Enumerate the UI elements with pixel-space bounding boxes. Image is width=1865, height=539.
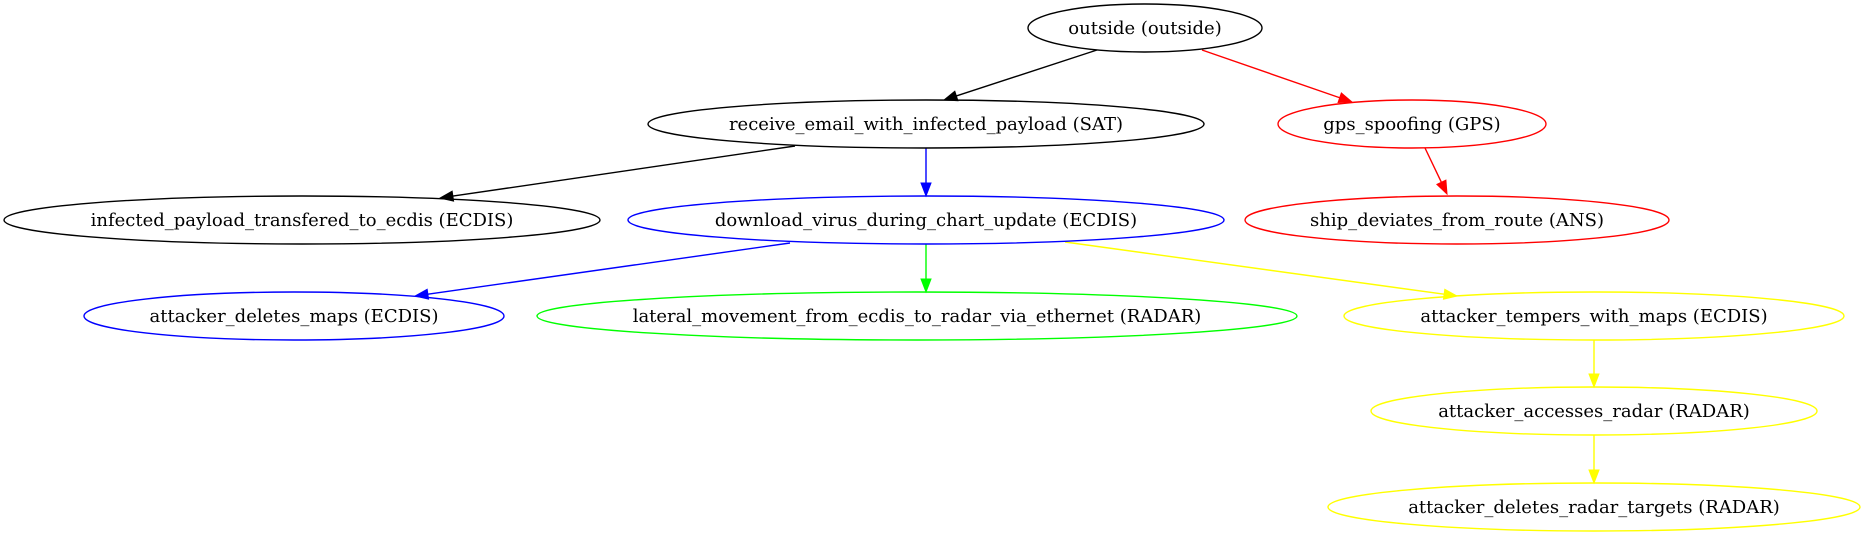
edge-line — [1424, 147, 1443, 183]
edge-tempers_maps-to-accesses_radar — [1588, 340, 1600, 389]
node-receive-email: receive_email_with_infected_payload (SAT… — [647, 99, 1205, 149]
node-label: outside (outside) — [1068, 18, 1221, 39]
edge-receive_email-to-download_virus — [920, 148, 932, 198]
node-label: attacker_deletes_maps (ECDIS) — [150, 306, 439, 327]
nodes-layer: outside (outside) receive_email_with_infe… — [3, 3, 1861, 532]
node-ellipse — [1370, 386, 1818, 436]
node-accesses-radar: attacker_accesses_radar (RADAR) — [1370, 386, 1818, 436]
node-label: ship_deviates_from_route (ANS) — [1310, 210, 1604, 231]
edge-download_virus-to-tempers_maps — [1064, 241, 1459, 300]
edge-line — [956, 49, 1098, 97]
edge-line — [427, 242, 791, 295]
arrowhead-icon — [1588, 373, 1600, 389]
node-ellipse — [647, 99, 1205, 149]
edge-outside-to-receive_email — [942, 49, 1098, 102]
node-label: receive_email_with_infected_payload (SAT… — [729, 114, 1123, 135]
node-label: lateral_movement_from_ecdis_to_radar_via… — [633, 306, 1202, 327]
node-ellipse — [1244, 195, 1670, 245]
node-label: attacker_accesses_radar (RADAR) — [1438, 401, 1750, 422]
edge-accesses_radar-to-deletes_targets — [1588, 435, 1600, 485]
edge-download_virus-to-lateral_movement — [920, 244, 932, 294]
node-ellipse — [1027, 3, 1263, 53]
node-ship-deviates: ship_deviates_from_route (ANS) — [1244, 195, 1670, 245]
node-ellipse — [1327, 482, 1861, 532]
node-ellipse — [83, 291, 505, 341]
node-ellipse — [1277, 99, 1547, 149]
arrowhead-icon — [1436, 179, 1448, 196]
node-ellipse — [3, 195, 601, 245]
edge-line — [1064, 241, 1445, 295]
node-lateral-movement: lateral_movement_from_ecdis_to_radar_via… — [536, 291, 1298, 341]
arrowhead-icon — [942, 90, 959, 102]
arrowhead-icon — [1588, 469, 1600, 485]
arrowhead-icon — [920, 278, 932, 294]
node-ellipse — [536, 291, 1298, 341]
edge-outside-to-gps_spoofing — [1201, 49, 1354, 103]
node-label: download_virus_during_chart_update (ECDI… — [715, 210, 1137, 231]
edge-line — [1201, 49, 1340, 99]
node-ellipse — [627, 195, 1225, 245]
node-label: gps_spoofing (GPS) — [1323, 114, 1500, 135]
node-gps-spoofing: gps_spoofing (GPS) — [1277, 99, 1547, 149]
edge-line — [452, 145, 796, 197]
node-ellipse — [1343, 291, 1845, 341]
node-label: infected_payload_transfered_to_ecdis (EC… — [91, 210, 514, 231]
node-label: attacker_tempers_with_maps (ECDIS) — [1420, 306, 1767, 327]
node-download-virus: download_virus_during_chart_update (ECDI… — [627, 195, 1225, 245]
arrowhead-icon — [920, 182, 932, 198]
arrowhead-icon — [1442, 288, 1459, 300]
node-outside: outside (outside) — [1027, 3, 1263, 53]
node-deletes-maps: attacker_deletes_maps (ECDIS) — [83, 291, 505, 341]
node-infected-payload: infected_payload_transfered_to_ecdis (EC… — [3, 195, 601, 245]
edge-receive_email-to-infected_payload — [438, 145, 796, 202]
edge-download_virus-to-deletes_maps — [413, 242, 791, 300]
edge-gps_spoofing-to-ship_deviates — [1424, 147, 1448, 196]
node-deletes-targets: attacker_deletes_radar_targets (RADAR) — [1327, 482, 1861, 532]
node-label: attacker_deletes_radar_targets (RADAR) — [1408, 497, 1780, 518]
arrowhead-icon — [1337, 92, 1354, 103]
node-tempers-maps: attacker_tempers_with_maps (ECDIS) — [1343, 291, 1845, 341]
